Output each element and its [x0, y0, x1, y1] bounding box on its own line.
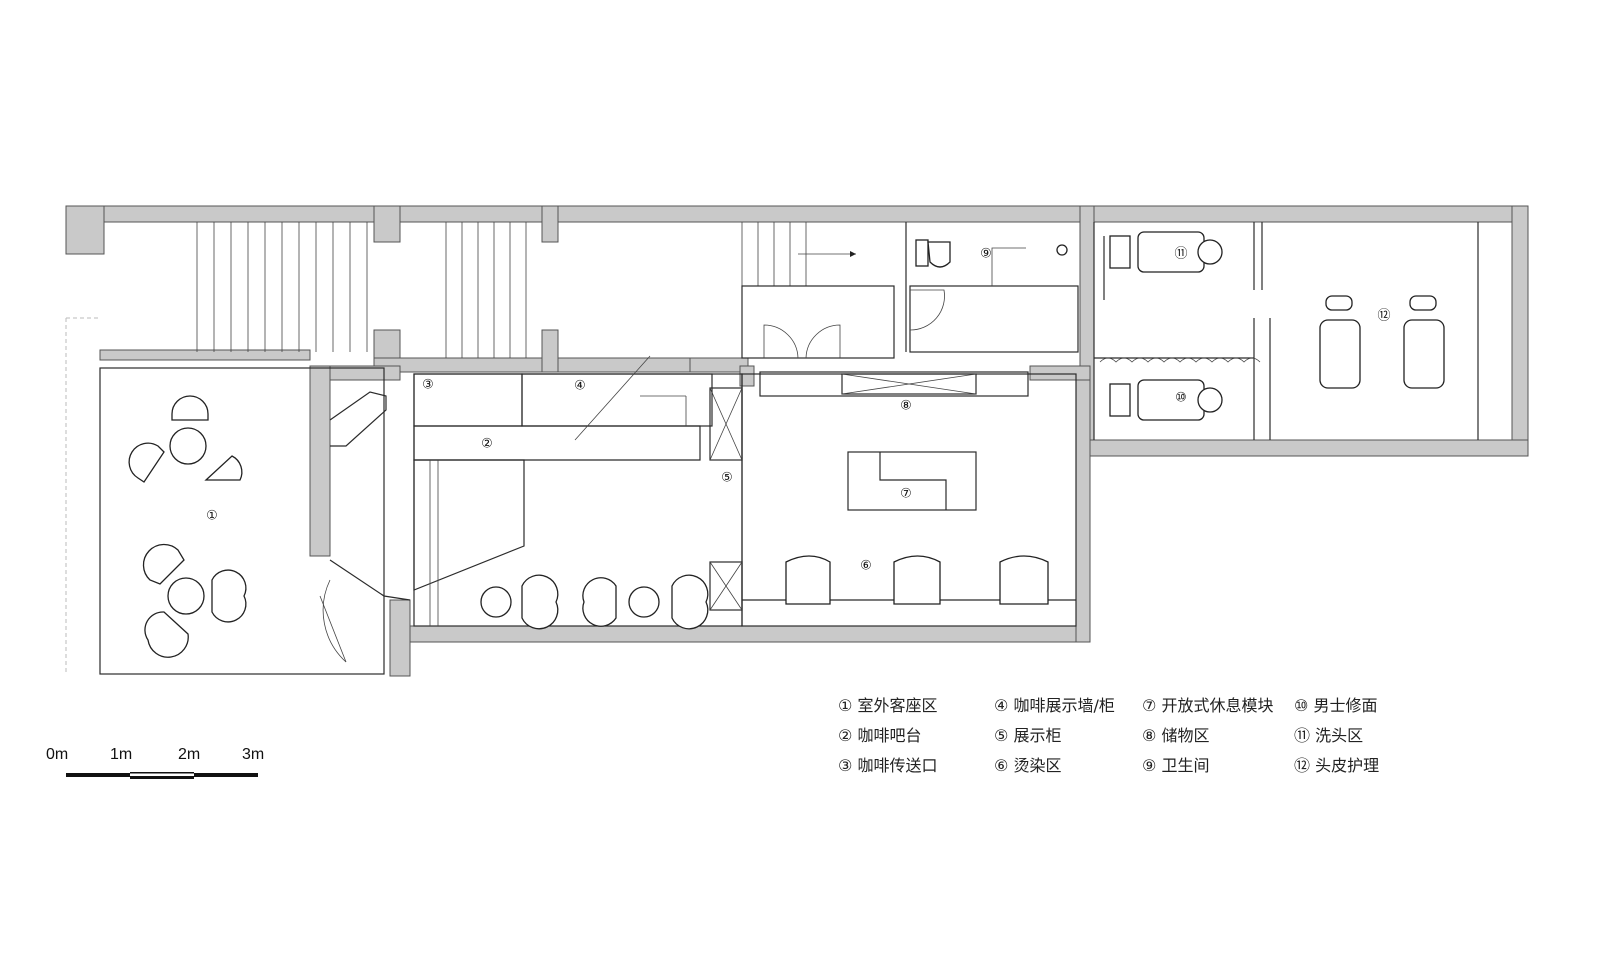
- legend-label: 展示柜: [1013, 726, 1062, 745]
- marker-3: ③: [422, 378, 434, 393]
- legend-marker: ①: [838, 696, 853, 715]
- legend-label: 开放式休息模块: [1161, 696, 1274, 715]
- legend-item-3: ③ 咖啡传送口: [838, 752, 937, 776]
- marker-1: ①: [206, 509, 218, 524]
- legend-marker: ⑨: [1142, 756, 1157, 775]
- stair-left: [196, 222, 368, 352]
- legend-label: 室外客座区: [857, 696, 938, 715]
- legend-label: 咖啡展示墙/柜: [1013, 696, 1115, 715]
- legend-marker: ⑫: [1294, 756, 1311, 775]
- marker-9: ⑨: [980, 247, 992, 262]
- scale-label-3: 3m: [242, 746, 265, 763]
- legend-item-8: ⑧ 储物区: [1142, 722, 1209, 746]
- legend-item-2: ② 咖啡吧台: [838, 722, 921, 746]
- stair-middle: [445, 222, 527, 358]
- marker-8: ⑧: [900, 399, 912, 414]
- legend-item-12: ⑫ 头皮护理: [1294, 752, 1379, 776]
- legend-marker: ⑪: [1294, 726, 1311, 745]
- legend-label: 储物区: [1161, 726, 1210, 745]
- legend-marker: ②: [838, 726, 853, 745]
- legend-label: 男士修面: [1313, 696, 1378, 715]
- legend-marker: ⑩: [1294, 696, 1309, 715]
- legend-item-11: ⑪ 洗头区: [1294, 722, 1363, 746]
- room-markers: ① ② ③ ④ ⑤ ⑥ ⑦ ⑧ ⑨ ⑩ ⑪ ⑫: [206, 247, 1390, 574]
- legend-marker: ⑧: [1142, 726, 1157, 745]
- scale-label-2: 2m: [178, 746, 201, 763]
- legend-item-9: ⑨ 卫生间: [1142, 752, 1209, 776]
- stair-right: [741, 222, 856, 286]
- scale-label-1: 1m: [110, 746, 133, 763]
- marker-11: ⑪: [1174, 247, 1187, 262]
- legend-marker: ⑤: [994, 726, 1009, 745]
- marker-7: ⑦: [900, 487, 912, 502]
- legend-marker: ⑦: [1142, 696, 1157, 715]
- legend-item-1: ① 室外客座区: [838, 692, 937, 716]
- legend-item-6: ⑥ 烫染区: [994, 752, 1061, 776]
- legend-marker: ④: [994, 696, 1009, 715]
- legend-label: 卫生间: [1161, 756, 1210, 775]
- legend-item-5: ⑤ 展示柜: [994, 722, 1061, 746]
- marker-6: ⑥: [860, 559, 872, 574]
- legend-label: 咖啡吧台: [857, 726, 922, 745]
- marker-12: ⑫: [1377, 309, 1390, 324]
- marker-4: ④: [574, 379, 586, 394]
- marker-2: ②: [481, 437, 493, 452]
- furniture: [128, 231, 1445, 658]
- marker-5: ⑤: [721, 471, 733, 486]
- legend-label: 咖啡传送口: [857, 756, 938, 775]
- legend-item-10: ⑩ 男士修面: [1294, 692, 1377, 716]
- marker-10: ⑩: [1175, 391, 1187, 406]
- legend-marker: ③: [838, 756, 853, 775]
- legend-label: 烫染区: [1013, 756, 1062, 775]
- legend-item-4: ④ 咖啡展示墙/柜: [994, 692, 1115, 716]
- legend-marker: ⑥: [994, 756, 1009, 775]
- scale-label-0: 0m: [46, 746, 69, 763]
- walls: [65, 205, 1529, 677]
- legend-label: 头皮护理: [1315, 756, 1380, 775]
- legend-label: 洗头区: [1315, 726, 1364, 745]
- scale-bar: [66, 772, 258, 779]
- legend-item-7: ⑦ 开放式休息模块: [1142, 692, 1273, 716]
